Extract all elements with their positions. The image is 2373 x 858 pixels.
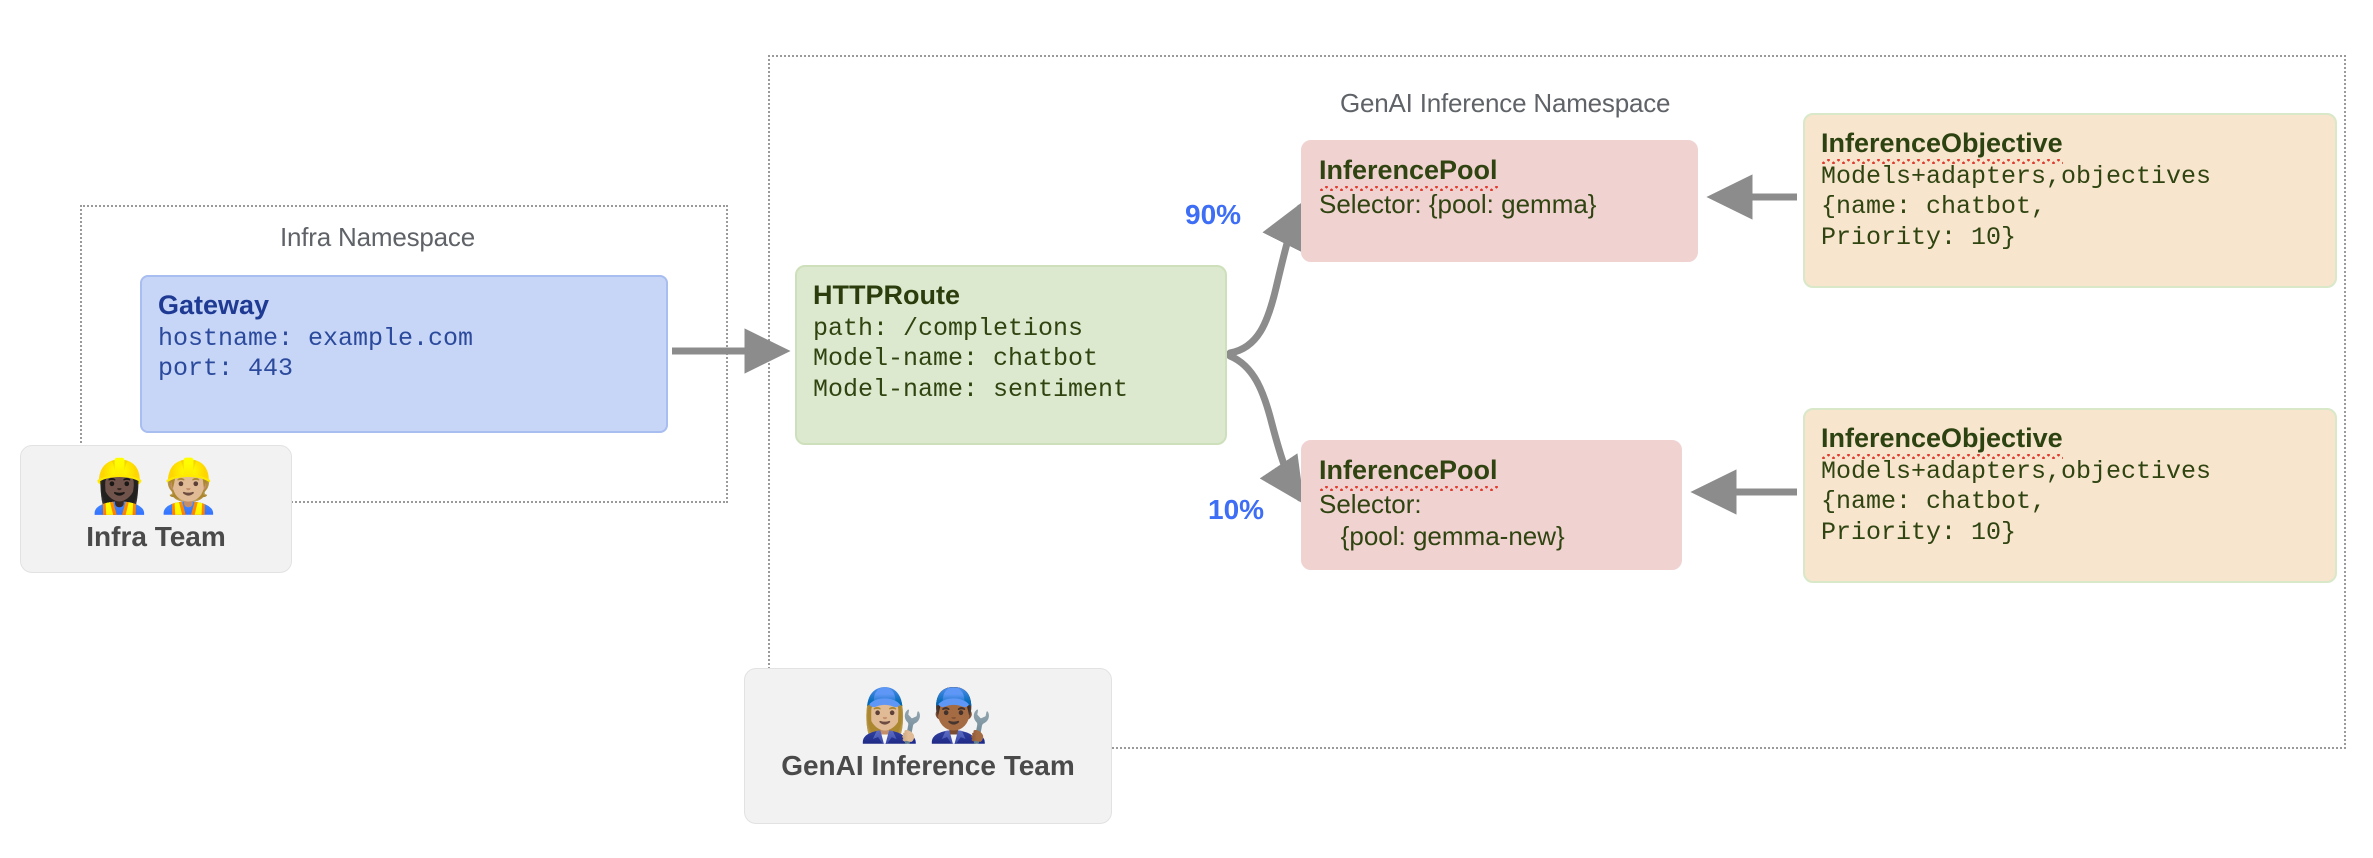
inferencepool-title: InferencePool (1319, 155, 1498, 191)
infra-team-label: Infra Team (86, 520, 226, 552)
inferenceobjective-box[interactable]: InferenceObjective Models+adapters,objec… (1803, 113, 2337, 288)
inferencepool-selector: Selector: {pool: gemma-new} (1319, 488, 1565, 551)
inferenceobjective-spec: Models+adapters,objectives {name: chatbo… (1821, 456, 2212, 547)
genai-inference-team-card[interactable]: 👩🏼‍🔧👨🏾‍🔧 GenAI Inference Team (744, 668, 1112, 824)
genai-inference-team-label: GenAI Inference Team (781, 749, 1075, 781)
httproute-title: HTTPRoute (813, 280, 960, 310)
gateway-title: Gateway (158, 290, 270, 320)
inferencepool-gemma-box[interactable]: InferencePool Selector: {pool: gemma} (1301, 140, 1698, 262)
genai-namespace-label: GenAI Inference Namespace (1340, 88, 1671, 118)
inferenceobjective-title: InferenceObjective (1821, 423, 2063, 459)
inferenceobjective-box[interactable]: InferenceObjective Models+adapters,objec… (1803, 408, 2337, 583)
construction-workers-icon: 👷🏿‍♀️👷🏼 (87, 457, 225, 517)
mechanics-icon: 👩🏼‍🔧👨🏾‍🔧 (859, 686, 997, 746)
inferenceobjective-spec: Models+adapters,objectives {name: chatbo… (1821, 161, 2212, 252)
traffic-weight-label-90: 90% (1185, 199, 1242, 230)
genai-namespace-boundary (768, 55, 2346, 749)
gateway-resource-box[interactable]: Gateway hostname: example.com port: 443 (140, 275, 668, 433)
traffic-weight-label-10: 10% (1208, 494, 1265, 525)
gateway-spec: hostname: example.com port: 443 (158, 323, 474, 384)
infra-namespace-label: Infra Namespace (280, 222, 475, 252)
httproute-resource-box[interactable]: HTTPRoute path: /completions Model-name:… (795, 265, 1227, 445)
inferencepool-selector: Selector: {pool: gemma} (1319, 188, 1597, 219)
inferencepool-title: InferencePool (1319, 455, 1498, 491)
infra-team-card[interactable]: 👷🏿‍♀️👷🏼 Infra Team (20, 445, 292, 573)
inferencepool-gemma-new-box[interactable]: InferencePool Selector: {pool: gemma-new… (1301, 440, 1682, 570)
httproute-spec: path: /completions Model-name: chatbot M… (813, 313, 1129, 404)
inferenceobjective-title: InferenceObjective (1821, 128, 2063, 164)
